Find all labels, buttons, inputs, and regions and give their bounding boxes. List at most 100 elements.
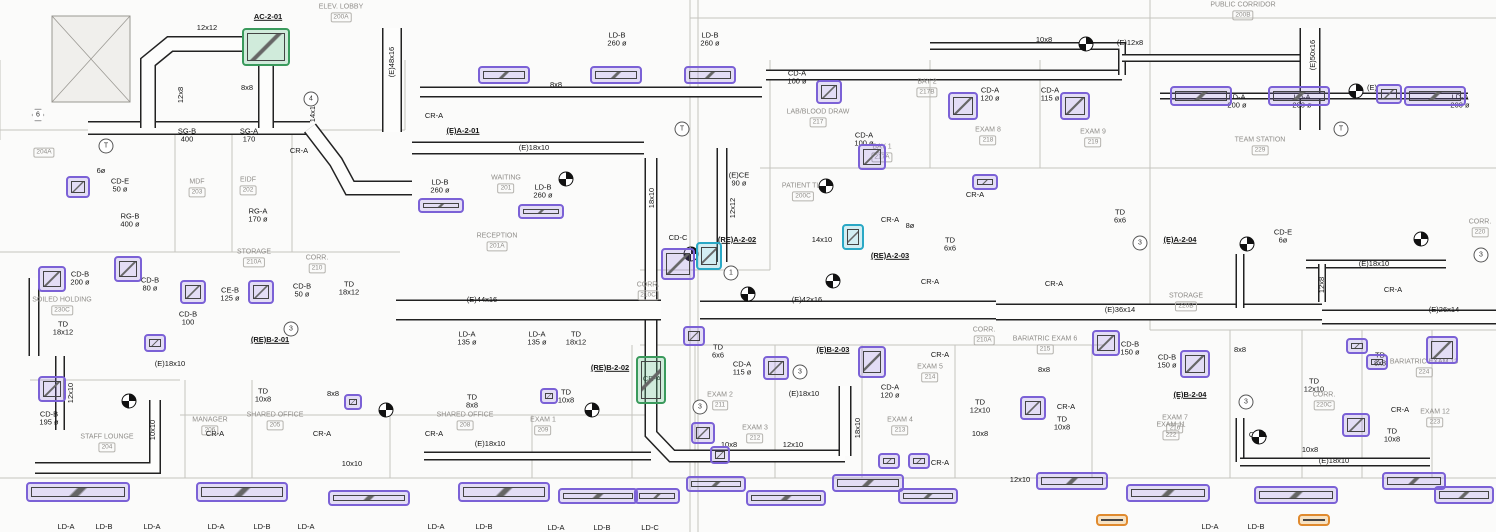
- room-number: 200B: [1232, 10, 1254, 21]
- diffuser-highlight-box[interactable]: [66, 176, 90, 198]
- diffuser-highlight-box[interactable]: [328, 490, 410, 506]
- diffuser-highlight-box[interactable]: [248, 280, 274, 304]
- diffuser-highlight-box[interactable]: [1180, 350, 1210, 378]
- diffuser-highlight-box[interactable]: [1404, 86, 1466, 106]
- diffuser-highlight-box[interactable]: [344, 394, 362, 410]
- diffuser-highlight-box[interactable]: [683, 326, 705, 346]
- diffuser-highlight-box[interactable]: [634, 488, 680, 504]
- diffuser-highlight-box[interactable]: [26, 482, 130, 502]
- room-number: 200C: [792, 191, 814, 202]
- diffuser-highlight-box[interactable]: [418, 198, 464, 213]
- diffuser-highlight-box[interactable]: [1366, 354, 1388, 370]
- diffuser-highlight-box[interactable]: [1342, 413, 1370, 437]
- diffuser-highlight-box[interactable]: [684, 66, 736, 84]
- diffuser-highlight-box[interactable]: [763, 356, 789, 380]
- room-number: 206: [201, 425, 219, 436]
- diffuser-highlight-box[interactable]: [816, 80, 842, 104]
- note-highlight-box[interactable]: [1096, 514, 1128, 526]
- diffuser-highlight-box[interactable]: [518, 204, 564, 219]
- diffuser-highlight-box[interactable]: [540, 388, 558, 404]
- room-number: 230C: [51, 305, 73, 316]
- diffuser-glyph-icon: [43, 271, 61, 287]
- diffuser-highlight-box[interactable]: [180, 280, 206, 304]
- note-highlight-box[interactable]: [1298, 514, 1330, 526]
- keynote-callout: T: [1333, 121, 1349, 137]
- keynote-callout: 3: [692, 399, 708, 415]
- room-number: 210: [308, 263, 326, 274]
- diffuser-glyph-icon: [715, 451, 725, 459]
- diffuser-highlight-box[interactable]: [1426, 336, 1458, 364]
- room-name: CORR.: [1312, 391, 1336, 399]
- diffuser-highlight-box[interactable]: [1036, 472, 1108, 490]
- diffuser-highlight-box[interactable]: [746, 490, 826, 506]
- diffuser-highlight-box[interactable]: [38, 376, 66, 402]
- diffuser-highlight-box[interactable]: [832, 474, 904, 492]
- equipment-highlight-box[interactable]: [242, 28, 290, 66]
- diffuser-highlight-box[interactable]: [1382, 472, 1446, 490]
- device-highlight-box[interactable]: [696, 242, 722, 270]
- diffuser-highlight-box[interactable]: [858, 144, 886, 170]
- diffuser-glyph-icon: [349, 399, 357, 405]
- diffuser-highlight-box[interactable]: [458, 482, 550, 502]
- damper-target-icon: [825, 273, 841, 289]
- diffuser-glyph-icon: [1065, 97, 1085, 115]
- diffuser-highlight-box[interactable]: [661, 248, 695, 280]
- diffuser-highlight-box[interactable]: [858, 346, 886, 378]
- room-label: CORR.210: [306, 254, 328, 274]
- diffuser-highlight-box[interactable]: [1126, 484, 1210, 502]
- room-name: MANAGER: [192, 416, 228, 424]
- room-number: 212: [746, 433, 764, 444]
- diffuser-glyph-icon: [701, 247, 717, 265]
- diffuser-highlight-box[interactable]: [1376, 84, 1402, 104]
- diffuser-highlight-box[interactable]: [710, 446, 730, 464]
- room-number: 215: [1036, 344, 1054, 355]
- diffuser-highlight-box[interactable]: [144, 334, 166, 352]
- diffuser-glyph-icon: [1303, 519, 1325, 521]
- diffuser-highlight-box[interactable]: [686, 476, 746, 492]
- diffuser-highlight-box[interactable]: [908, 453, 930, 469]
- diffuser-highlight-box[interactable]: [948, 92, 978, 120]
- diffuser-highlight-box[interactable]: [196, 482, 288, 502]
- room-name: EXAM 12: [1420, 408, 1450, 416]
- diffuser-highlight-box[interactable]: [1170, 86, 1232, 106]
- diffuser-glyph-icon: [1131, 489, 1205, 497]
- diffuser-highlight-box[interactable]: [1346, 338, 1368, 354]
- diffuser-highlight-box[interactable]: [590, 66, 642, 84]
- diffuser-glyph-icon: [1101, 519, 1123, 521]
- diffuser-highlight-box[interactable]: [38, 266, 66, 292]
- diffuser-glyph-icon: [863, 149, 881, 165]
- diffuser-highlight-box[interactable]: [1020, 396, 1046, 420]
- room-number: 220: [1471, 227, 1489, 238]
- keynote-callout: 3: [1132, 235, 1148, 251]
- device-highlight-box[interactable]: [842, 224, 864, 250]
- damper-target-icon: [1078, 36, 1094, 52]
- equipment-highlight-box[interactable]: [636, 356, 666, 404]
- diffuser-highlight-box[interactable]: [1060, 92, 1090, 120]
- diffuser-highlight-box[interactable]: [558, 488, 638, 504]
- diffuser-highlight-box[interactable]: [1434, 486, 1494, 504]
- diffuser-highlight-box[interactable]: [1092, 330, 1120, 356]
- diffuser-highlight-box[interactable]: [898, 488, 958, 504]
- room-name: BAY 2: [917, 78, 937, 86]
- diffuser-highlight-box[interactable]: [691, 422, 715, 444]
- room-name: TEAM STATION: [1234, 136, 1286, 144]
- diffuser-highlight-box[interactable]: [1268, 86, 1330, 106]
- diffuser-highlight-box[interactable]: [1254, 486, 1338, 504]
- diffuser-glyph-icon: [71, 181, 85, 193]
- keynote-callout: 3: [1238, 394, 1254, 410]
- diffuser-highlight-box[interactable]: [478, 66, 530, 84]
- diffuser-highlight-box[interactable]: [114, 256, 142, 282]
- damper-target-icon: [1251, 429, 1267, 445]
- diffuser-glyph-icon: [1371, 359, 1383, 365]
- diffuser-highlight-box[interactable]: [972, 174, 998, 190]
- diffuser-highlight-box[interactable]: [878, 453, 900, 469]
- room-number: 204A: [33, 147, 55, 158]
- elevator-shaft: [51, 15, 131, 103]
